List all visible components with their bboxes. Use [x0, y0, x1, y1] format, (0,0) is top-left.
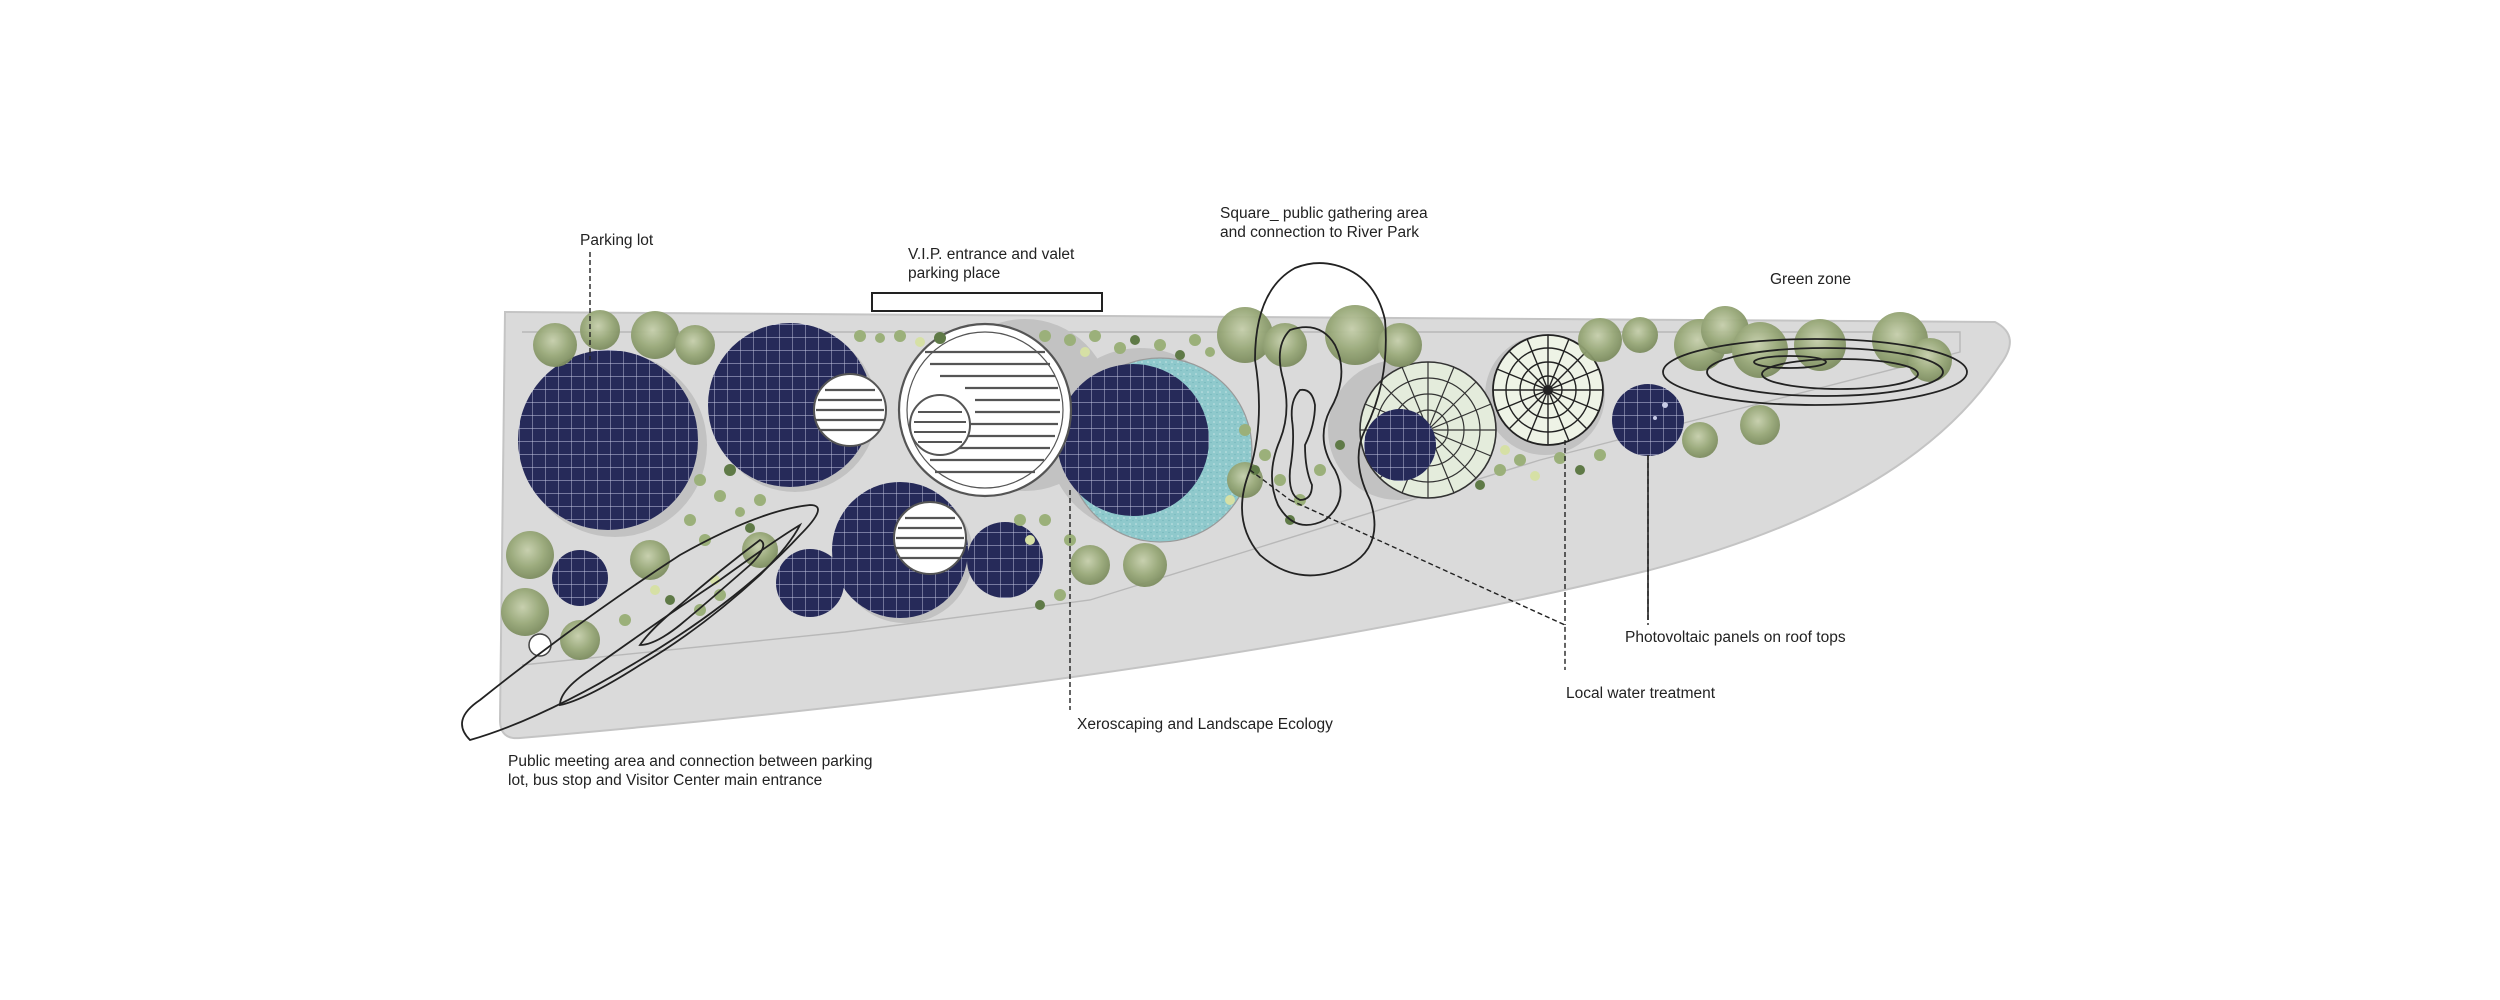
trees: [501, 305, 1952, 660]
label-vip-line2: parking place: [908, 265, 1001, 282]
radial-dome-large: [1359, 361, 1497, 499]
label-xeroscaping: Xeroscaping and Landscape Ecology: [1077, 716, 1333, 733]
label-square-line1: Square_ public gathering area: [1220, 205, 1428, 222]
label-square-line2: and connection to River Park: [1220, 224, 1420, 241]
shrub-dots: [619, 330, 1606, 626]
louvered-buildings: [813, 322, 1073, 575]
label-public-line2: lot, bus stop and Visitor Center main en…: [508, 772, 823, 789]
water-treatment-pool: [1057, 357, 1253, 543]
label-water-treatment: Local water treatment: [1566, 685, 1716, 702]
contour-public-meeting: [461, 504, 819, 742]
site-inner-path: [521, 331, 1961, 666]
solar-roofs: [518, 323, 1684, 618]
contour-square: [1241, 262, 1387, 577]
vip-entrance-bar: [871, 292, 1103, 312]
label-vip-line1: V.I.P. entrance and valet: [908, 246, 1075, 263]
label-parking-lot: Parking lot: [580, 232, 654, 249]
radial-dome-small: [1492, 334, 1604, 446]
label-green-zone: Green zone: [1770, 271, 1851, 288]
contour-green-zone: [1662, 338, 1968, 406]
label-photovoltaic: Photovoltaic panels on roof tops: [1625, 629, 1846, 646]
label-public-line1: Public meeting area and connection betwe…: [508, 753, 873, 770]
